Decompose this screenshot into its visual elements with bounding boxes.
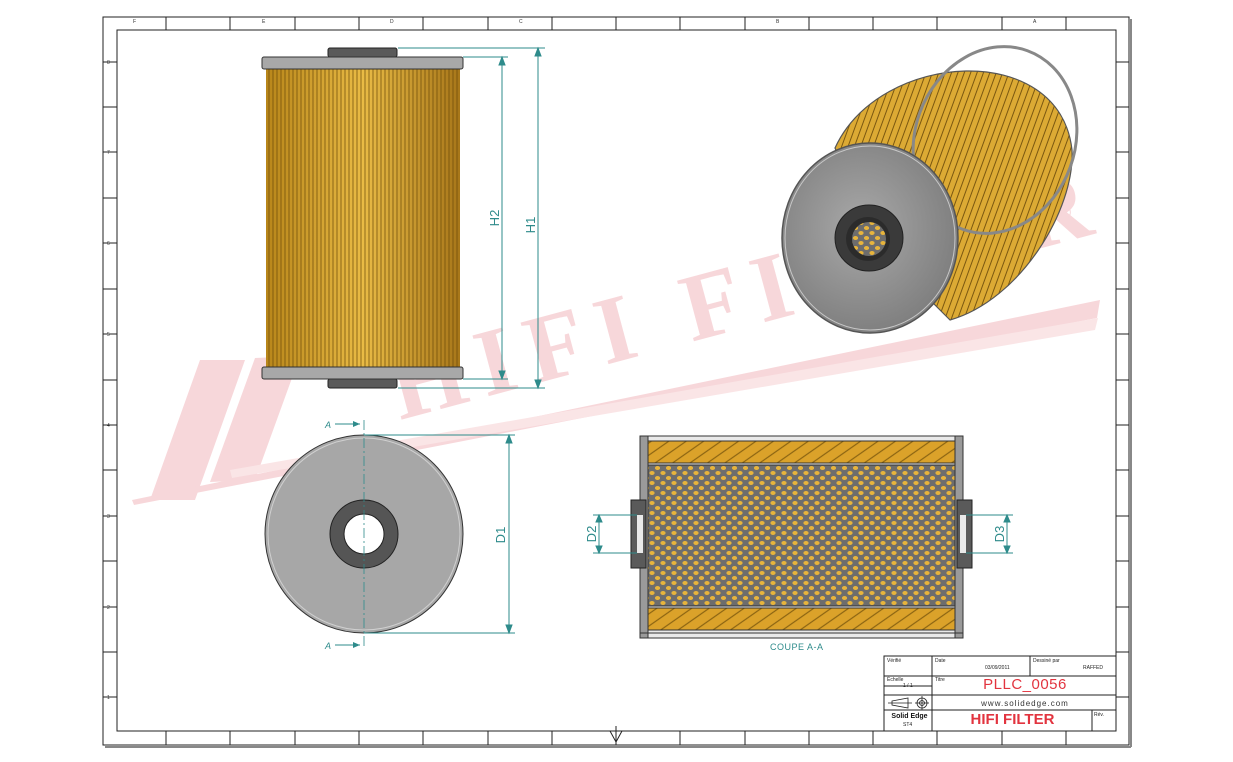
border-number-left-3: 6 — [107, 241, 110, 247]
dimension-d1-lines — [364, 433, 515, 635]
dimension-h2-label: H2 — [487, 210, 502, 227]
border-number-left-6: 3 — [107, 514, 110, 520]
front-view-bottom-nipple — [327, 378, 398, 389]
title-block-website: www.solidedge.com — [981, 699, 1069, 708]
border-ticks — [103, 17, 1129, 745]
dimension-h1-label: H1 — [523, 217, 538, 234]
section-view — [630, 435, 973, 639]
border-number-left-7: 2 — [107, 605, 110, 611]
tb-label-scale: Échelle — [887, 676, 904, 683]
section-arrow-bottom-head — [353, 642, 360, 648]
dimension-d2-d3-lines — [593, 513, 1013, 555]
section-view-caption: COUPE A-A — [770, 642, 824, 652]
iso-outlet-mesh — [852, 222, 886, 256]
title-block-software: Solid Edge — [891, 713, 928, 720]
border-letter-top-2: E — [262, 19, 266, 25]
title-block-part-number: PLLC_0056 — [983, 676, 1067, 693]
border-number-left-2: 7 — [107, 150, 110, 156]
projection-symbol-icon — [888, 696, 929, 710]
border-number-left-1: 8 — [107, 60, 110, 66]
title-block-version: ST4 — [903, 722, 913, 728]
section-bottom-media — [643, 607, 960, 631]
tb-label-drawn-by: Dessiné par — [1033, 658, 1060, 664]
title-block — [883, 655, 1117, 732]
border-letter-top-6: A — [1033, 19, 1037, 25]
front-view-pleats — [266, 68, 460, 368]
front-view-top-cap — [261, 56, 464, 70]
end-view — [264, 420, 464, 648]
front-view-top-nipple — [327, 47, 398, 58]
border-letter-top-5: B — [776, 19, 780, 25]
title-block-author: RAFFED — [1083, 665, 1103, 671]
dimension-d2-label: D2 — [584, 526, 599, 543]
border-number-left-5: 4 — [107, 423, 110, 429]
section-perforated-core — [643, 464, 960, 607]
section-top-media — [643, 440, 960, 464]
front-view-bottom-cap — [261, 366, 464, 380]
tb-label-title: Titre — [935, 677, 945, 683]
dimension-d3-label: D3 — [992, 526, 1007, 543]
tb-label-checked: Vérifié — [887, 658, 901, 664]
section-mark-bottom: A — [324, 641, 331, 651]
dimension-d1-label: D1 — [493, 527, 508, 544]
dimension-h-lines — [398, 46, 545, 390]
border-letter-top-1: F — [133, 19, 137, 25]
title-block-company: HIFI FILTER — [970, 711, 1055, 728]
border-letter-top-4: C — [519, 19, 523, 25]
front-view — [261, 47, 464, 389]
border-number-left-8: 1 — [107, 695, 110, 701]
border-letter-top-3: D — [390, 19, 394, 25]
border-number-left-4: 5 — [107, 332, 110, 338]
iso-front-cap-rim — [784, 145, 956, 331]
section-right-bore — [960, 515, 966, 553]
section-arrow-top-head — [353, 421, 360, 427]
iso-back-rim — [911, 45, 1079, 235]
section-left-bore — [637, 515, 643, 553]
section-mark-top: A — [324, 420, 331, 430]
title-block-date: 03/09/2011 — [985, 665, 1010, 671]
isometric-view — [781, 45, 1079, 334]
tb-label-date: Date — [935, 658, 946, 664]
tb-label-rev: Rév. — [1094, 712, 1104, 718]
title-block-scale: 1 / 1 — [903, 683, 913, 689]
